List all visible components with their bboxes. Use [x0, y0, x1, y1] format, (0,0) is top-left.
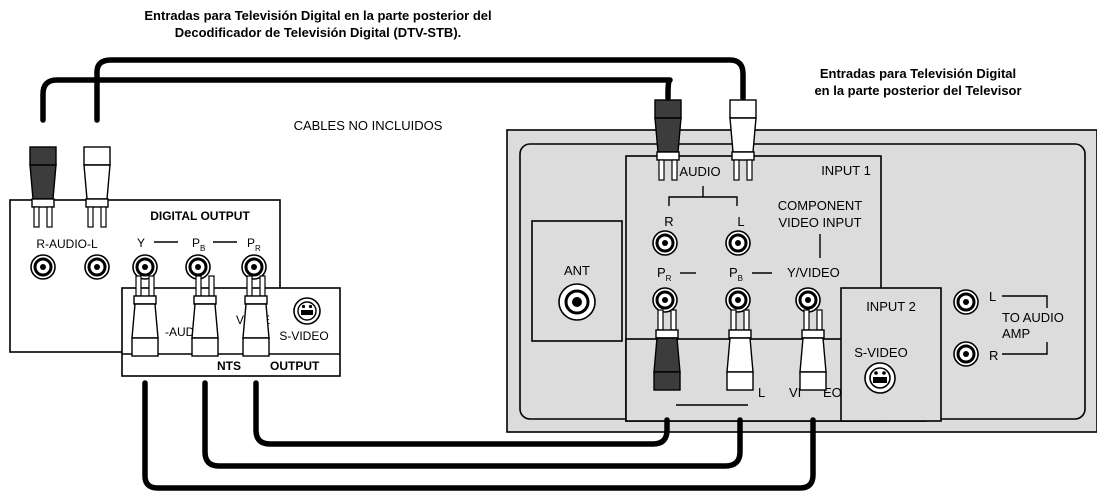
audio-l-jack[interactable] — [724, 229, 752, 257]
audio-r-label: R — [664, 214, 673, 229]
tv-svideo-label: S-VIDEO — [854, 345, 907, 360]
amp-label: AMP — [1002, 326, 1030, 341]
ant-label: ANT — [564, 263, 590, 278]
audio-label: AUDIO — [679, 164, 720, 179]
stb-audio-r-jack[interactable] — [29, 253, 57, 281]
audio-out-l-jack[interactable] — [952, 288, 980, 316]
tv-pb-label: PB — [729, 265, 743, 283]
cable-audio-l — [94, 57, 746, 123]
component-label-line2: VIDEO INPUT — [778, 215, 861, 230]
nts-output-b: OUTPUT — [270, 359, 320, 373]
cable-pb — [202, 380, 743, 469]
r-audio-l-label: R-AUDIO-L — [36, 237, 98, 251]
stb-audio-partial: -AUDI — [165, 325, 198, 339]
input2-label: INPUT 2 — [866, 299, 916, 314]
audio-r-jack[interactable] — [651, 229, 679, 257]
stb-panel — [9, 199, 341, 377]
stb-title-line1: Entradas para Televisión Digital en la p… — [144, 8, 491, 23]
audio-bracket — [668, 186, 738, 206]
tv-video-label-a: VI — [789, 385, 801, 400]
cable-pr — [253, 380, 670, 447]
nts-output-a: NTS — [217, 359, 241, 373]
stb-y-jack[interactable] — [131, 253, 159, 281]
ant-box — [531, 220, 623, 342]
input1-label: INPUT 1 — [821, 163, 871, 178]
stb-audio-l-jack[interactable] — [83, 253, 111, 281]
tv-svideo-jack[interactable] — [864, 362, 896, 394]
to-audio-label: TO AUDIO — [1002, 310, 1064, 325]
digital-output-label: DIGITAL OUTPUT — [150, 209, 250, 223]
audio-l-label: L — [737, 214, 744, 229]
tv-title-line1: Entradas para Televisión Digital — [820, 66, 1016, 81]
stb-svideo-jack[interactable] — [293, 297, 321, 325]
stb-pr-jack[interactable] — [240, 253, 268, 281]
tv-pb-jack[interactable] — [724, 286, 752, 314]
tv-pr-jack[interactable] — [651, 286, 679, 314]
cables — [40, 57, 816, 491]
stb-pb-jack[interactable] — [184, 253, 212, 281]
tv-title-line2: en la parte posterior del Televisor — [814, 83, 1021, 98]
stb-video-partial: V — [236, 313, 244, 327]
stb-svideo-label: S-VIDEO — [279, 329, 328, 343]
tv-pr-label: PR — [657, 265, 672, 283]
cables-note: CABLES NO INCLUIDOS — [294, 118, 443, 133]
component-label-line1: COMPONENT — [778, 198, 863, 213]
stb-pr-label: PR — [247, 236, 261, 253]
tv-yvideo-label: Y/VIDEO — [787, 265, 840, 280]
tv-y-jack[interactable] — [794, 286, 822, 314]
stb-pb-label: PB — [192, 236, 205, 253]
cable-y — [142, 380, 816, 491]
audio-out-l-label: L — [989, 289, 996, 304]
audio-out-bracket — [1002, 295, 1048, 355]
ant-jack[interactable] — [558, 283, 596, 321]
stb-title-line2: Decodificador de Televisión Digital (DTV… — [175, 25, 462, 40]
cable-audio-r — [40, 77, 673, 123]
audio-out-r-label: R — [989, 348, 998, 363]
stb-y-label: Y — [137, 236, 145, 250]
tv-lower-l: L — [758, 385, 765, 400]
tv-video-label-b: EO — [823, 385, 842, 400]
audio-out-r-jack[interactable] — [952, 340, 980, 368]
input2-box — [840, 287, 942, 422]
